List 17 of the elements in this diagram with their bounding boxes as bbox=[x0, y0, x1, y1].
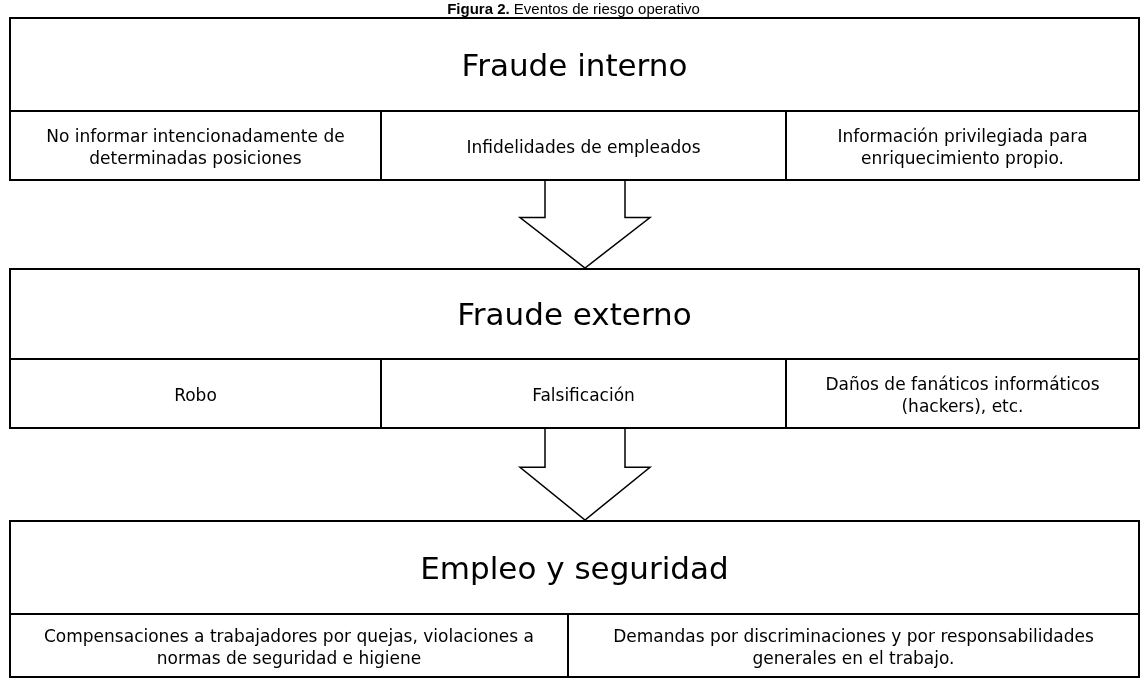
event-cell: No informar intencionadamente de determinadas posiciones bbox=[11, 110, 380, 181]
event-cell: Compensaciones a trabajadores por quejas, violaciones a normas de seguridad e higiene bbox=[11, 613, 567, 678]
event-cell: Robo bbox=[11, 358, 380, 429]
block-arrow bbox=[517, 180, 653, 269]
category-heading: Fraude externo bbox=[457, 296, 692, 332]
block-arrow bbox=[517, 428, 653, 521]
event-cell: Infidelidades de empleados bbox=[380, 110, 785, 181]
category-panel bbox=[9, 17, 1140, 181]
category-heading: Empleo y seguridad bbox=[420, 549, 729, 586]
event-cell: Falsificación bbox=[380, 358, 785, 429]
figure-title: Figura 2. Eventos de riesgo operativo bbox=[446, 0, 701, 17]
category-panel bbox=[9, 520, 1140, 678]
event-cell: Daños de fanáticos informáticos (hackers), etc. bbox=[785, 358, 1138, 429]
event-cell: Información privilegiada para enriquecimiento propio. bbox=[785, 110, 1138, 181]
event-cell: Demandas por discriminaciones y por responsabilidades generales en el trabajo. bbox=[567, 613, 1138, 678]
category-panel bbox=[9, 268, 1140, 429]
category-heading: Fraude interno bbox=[461, 46, 688, 83]
